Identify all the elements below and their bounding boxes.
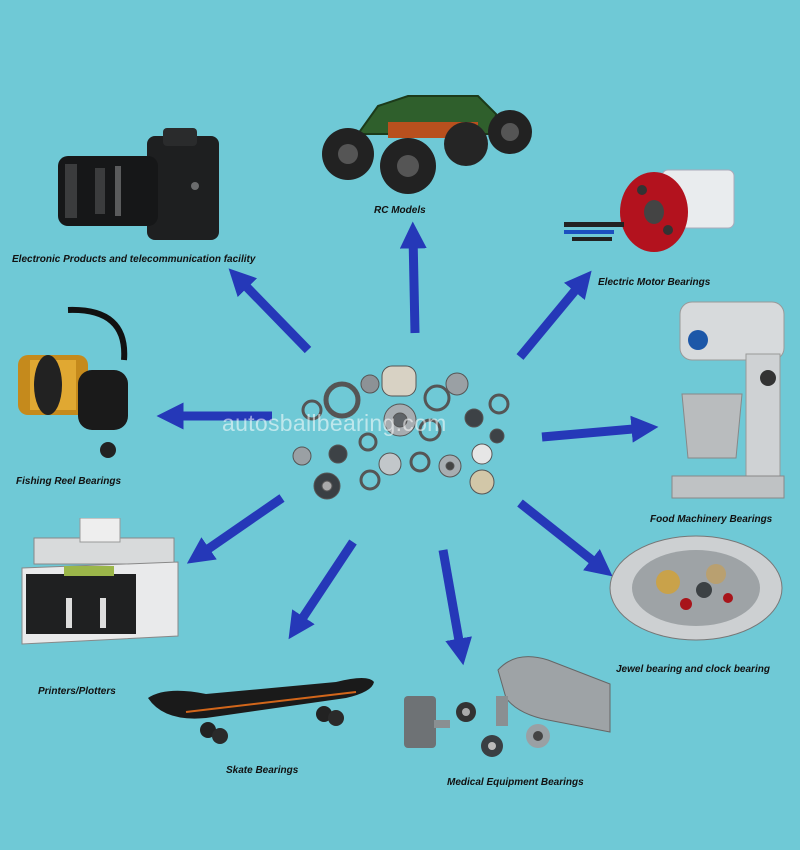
arrow-to-food-machinery	[541, 415, 659, 443]
dental-handpiece-icon	[404, 656, 611, 757]
money-counter-icon	[21, 518, 179, 645]
watermark: autosballbearing.com	[222, 410, 447, 436]
label-food-machinery: Food Machinery Bearings	[650, 514, 773, 525]
skateboard-icon	[148, 678, 374, 744]
label-rc-models: RC Models	[374, 205, 426, 216]
arrow-to-printers	[186, 494, 285, 564]
arrow-to-medical	[438, 549, 472, 666]
label-electric-motor: Electric Motor Bearings	[598, 277, 711, 288]
label-skate: Skate Bearings	[226, 765, 299, 776]
arrow-to-skate	[288, 539, 357, 640]
label-electronic-products: Electronic Products and telecommunicatio…	[12, 254, 256, 265]
watch-movement-icon	[609, 535, 783, 641]
arrow-to-rc-models	[399, 221, 427, 334]
label-fishing-reel: Fishing Reel Bearings	[16, 476, 122, 487]
bearings-cluster-icon	[292, 365, 510, 500]
arrow-to-clock	[517, 499, 613, 577]
fishing-reel-icon	[18, 306, 128, 458]
label-printers-plotters: Printers/Plotters	[38, 686, 116, 697]
label-jewel-clock: Jewel bearing and clock bearing	[616, 664, 770, 675]
label-medical-equipment: Medical Equipment Bearings	[447, 777, 584, 788]
arrow-to-camera	[228, 268, 312, 354]
camera-icon	[58, 128, 219, 240]
electric-motor-icon	[564, 169, 735, 252]
food-mixer-icon	[671, 301, 785, 499]
arrow-to-electric-motor	[516, 270, 592, 360]
rc-truck-icon	[322, 95, 532, 194]
